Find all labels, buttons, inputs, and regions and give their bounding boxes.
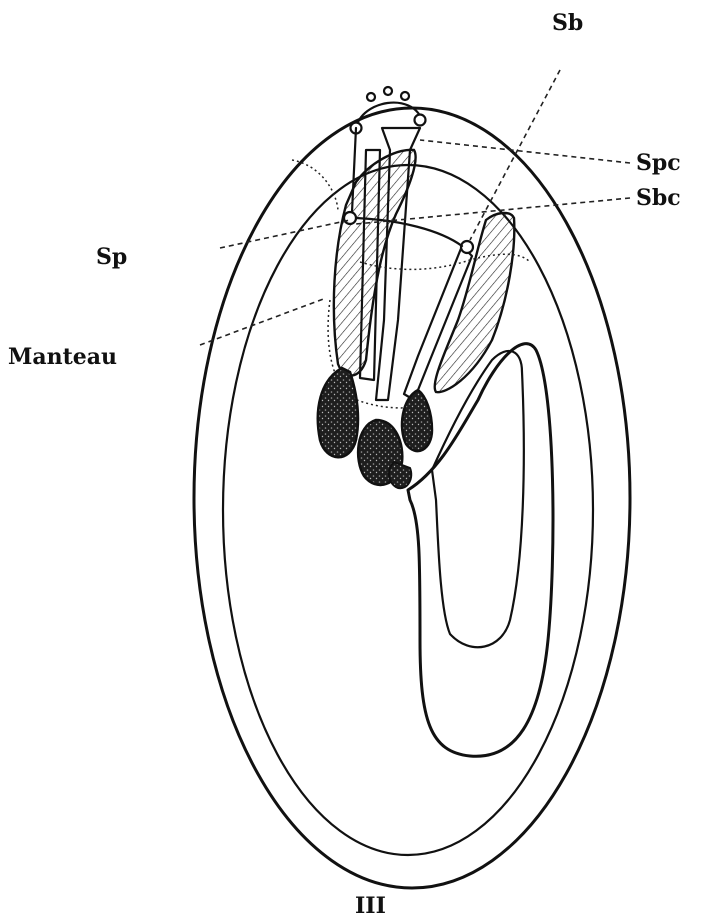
figure-number: III bbox=[355, 893, 386, 919]
right-ganglion bbox=[461, 241, 473, 253]
mantle-outline bbox=[223, 165, 593, 855]
right-organ-hatched bbox=[435, 213, 515, 392]
gut-loop bbox=[408, 344, 553, 757]
label-sp: Sp bbox=[96, 244, 127, 270]
leader-spc bbox=[420, 140, 630, 163]
label-sb: Sb bbox=[552, 10, 583, 36]
gland-small bbox=[389, 462, 411, 488]
top-ganglion-5 bbox=[415, 115, 426, 126]
dotted-outline-upper bbox=[292, 160, 338, 210]
label-manteau: Manteau bbox=[8, 344, 117, 370]
gland-right bbox=[402, 390, 432, 451]
leader-sp bbox=[220, 220, 350, 248]
top-ganglion-4 bbox=[401, 92, 409, 100]
gland-left bbox=[318, 368, 358, 457]
gut-loop-inner bbox=[432, 351, 524, 647]
left-ganglion bbox=[344, 212, 356, 224]
label-sbc: Sbc bbox=[636, 185, 681, 211]
top-ganglion-3 bbox=[384, 87, 392, 95]
label-spc: Spc bbox=[636, 150, 681, 176]
top-ganglion-2 bbox=[367, 93, 375, 101]
